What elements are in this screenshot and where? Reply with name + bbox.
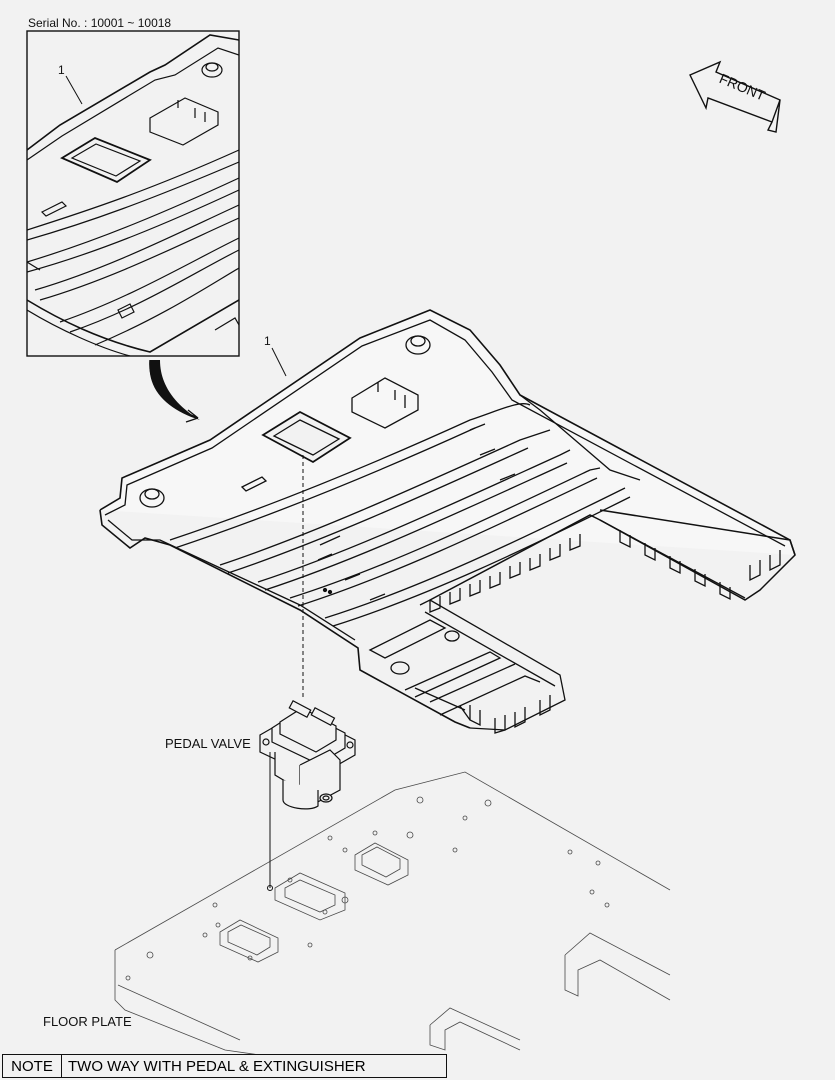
main-leader-line [271,347,287,377]
inset-detail [26,30,240,357]
detail-curve-band [149,360,200,420]
front-arrow [689,60,781,133]
inset-leader-line [65,75,83,105]
floor-plate-label: FLOOR PLATE [43,1014,132,1029]
inset-part-callout: 1 [58,63,65,77]
note-label: NOTE [3,1055,62,1077]
note-box: NOTE TWO WAY WITH PEDAL & EXTINGUISHER [2,1054,447,1078]
main-part-callout: 1 [264,334,271,348]
valve-mount-hole [267,885,273,891]
pedal-valve-label: PEDAL VALVE [165,736,251,751]
floor-plate [114,771,671,1056]
serial-number: Serial No. : 10001 ~ 10018 [28,16,172,30]
floor-mat [99,309,796,734]
pedal-valve [259,699,356,810]
note-text: TWO WAY WITH PEDAL & EXTINGUISHER [68,1057,366,1075]
